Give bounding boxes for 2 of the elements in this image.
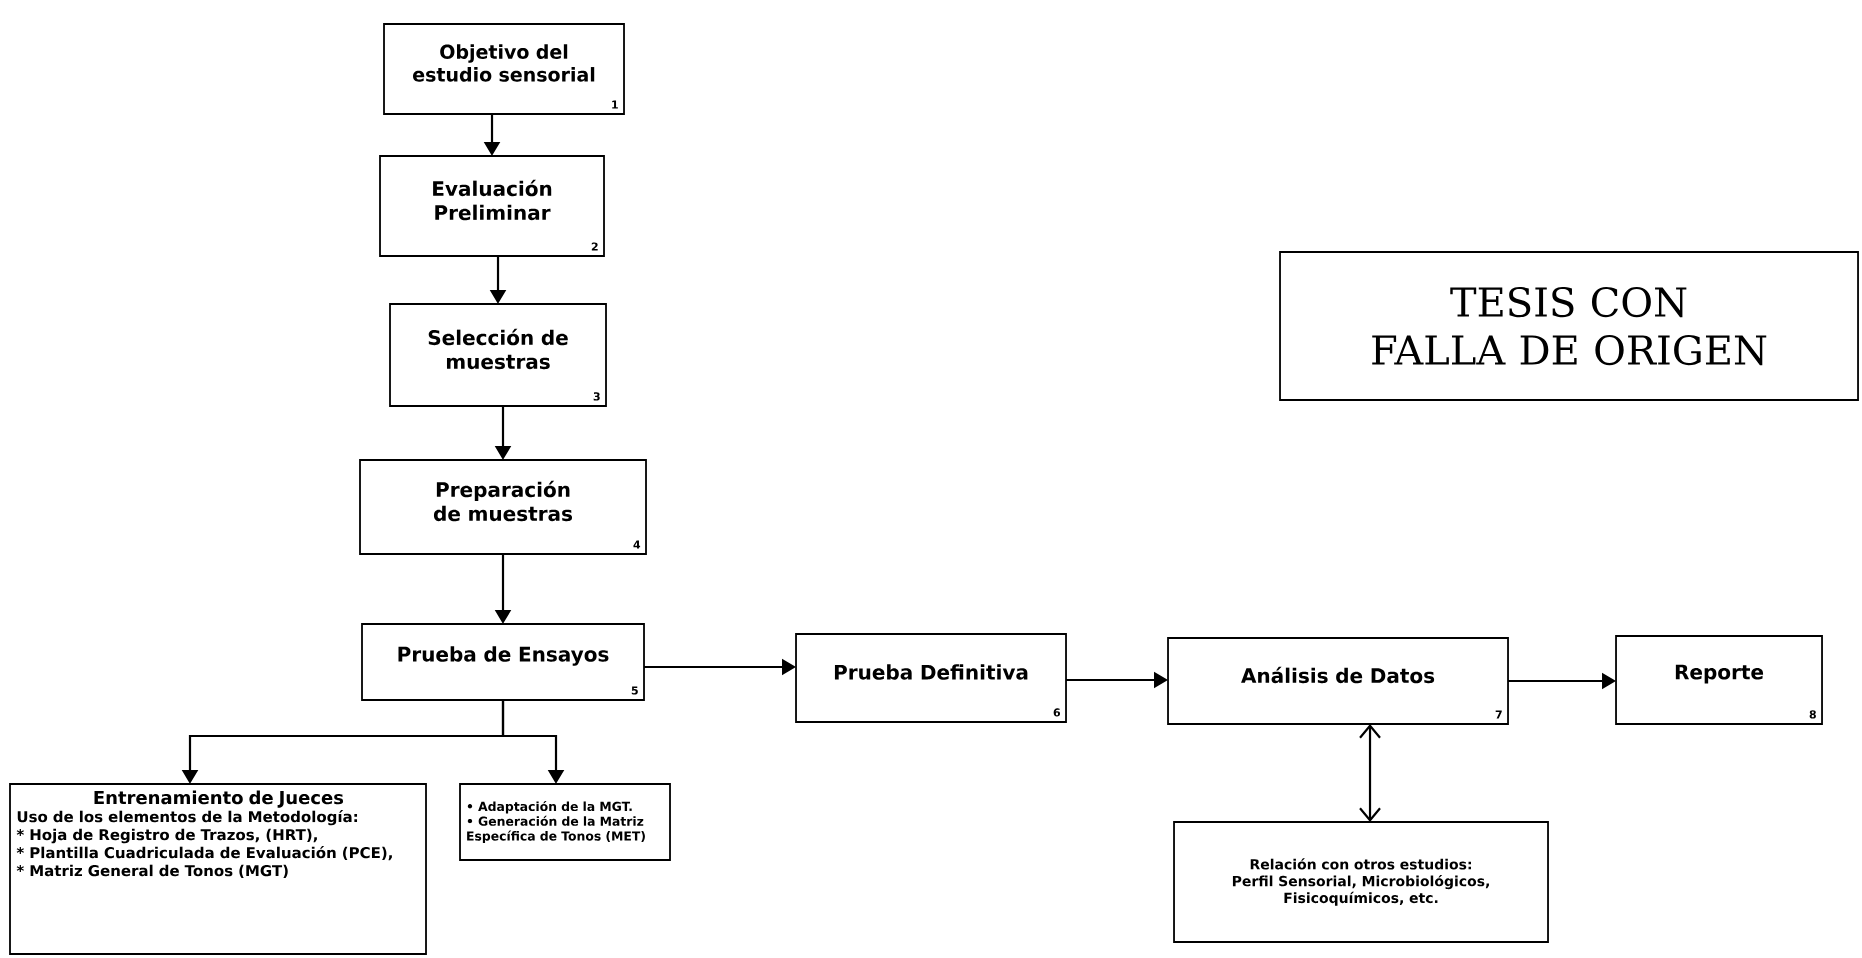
arrow [1359, 724, 1381, 822]
stamp-box: TESIS CON FALLA DE ORIGEN [1279, 251, 1859, 401]
